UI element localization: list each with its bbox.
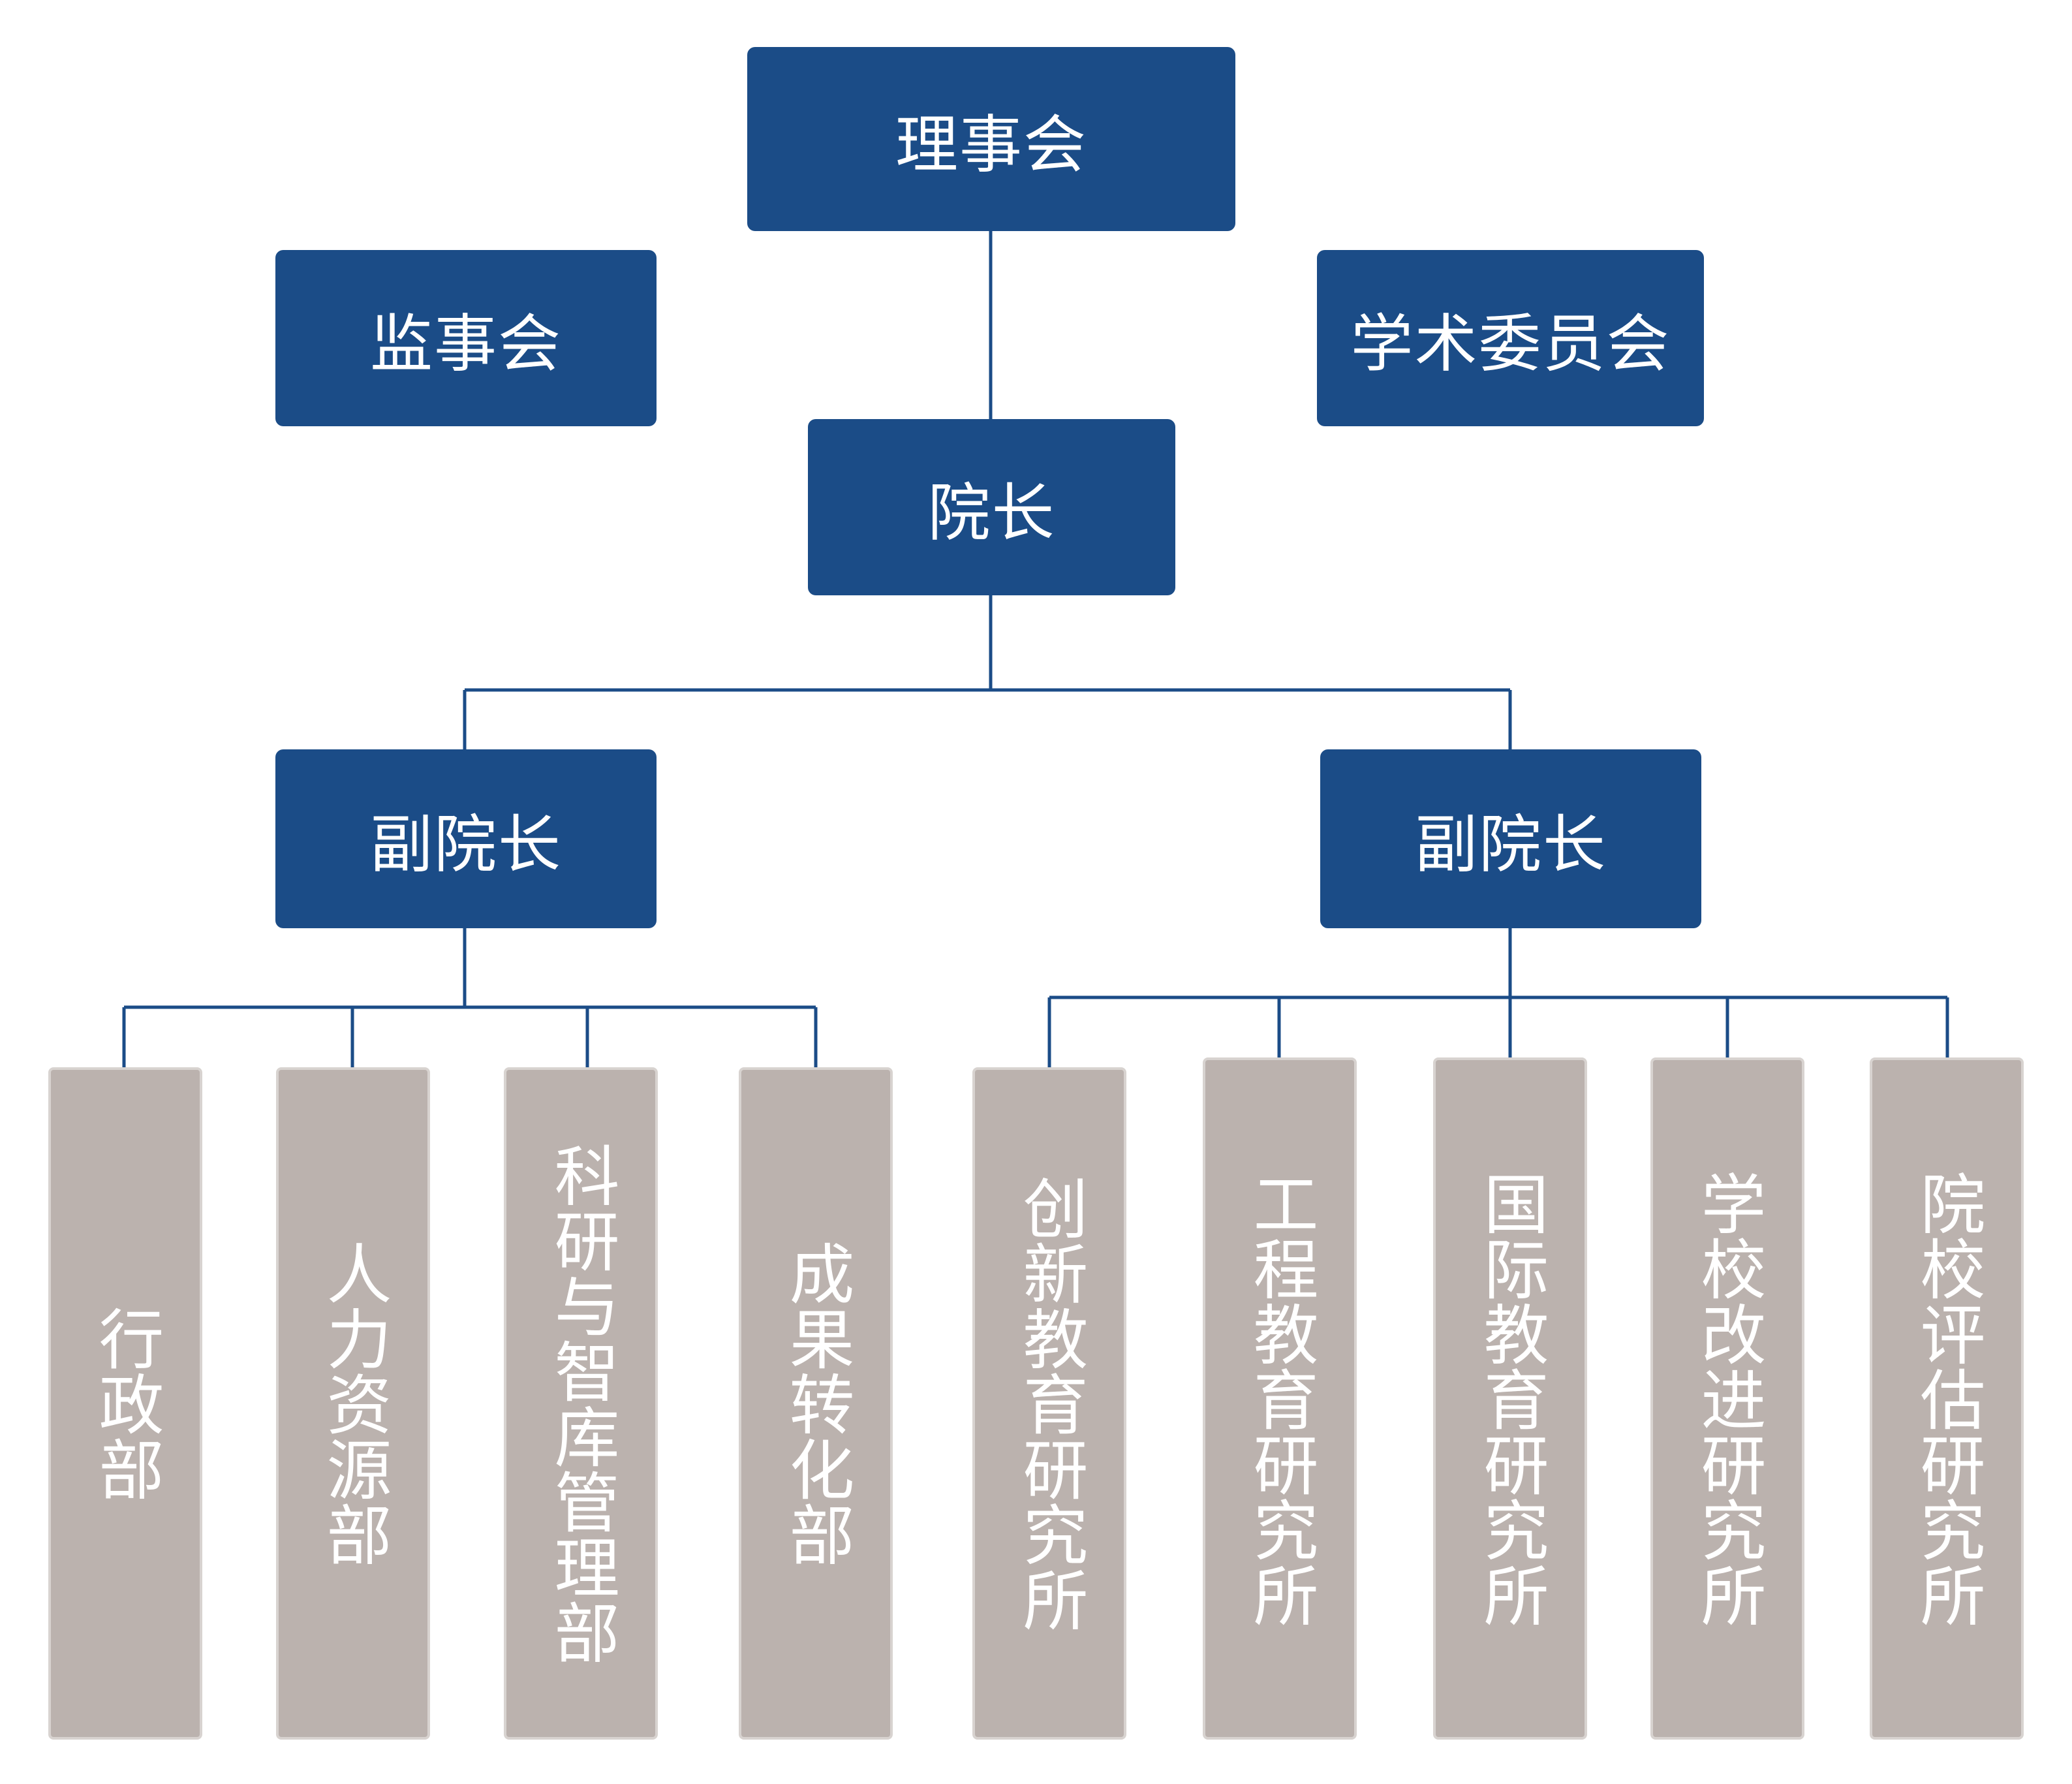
vice-president-right-node: 副院长 [1320, 749, 1701, 928]
department-admin-node: 行政部 [48, 1067, 202, 1740]
institute-school-improvement-label: 学校改进研究所 [1690, 1170, 1766, 1627]
department-admin-label: 行政部 [87, 1306, 164, 1501]
department-transfer-label: 成果转化部 [778, 1240, 854, 1567]
department-research-node: 科研与智库管理部 [504, 1067, 658, 1740]
institute-international-label: 国际教育研究所 [1472, 1170, 1549, 1627]
supervisory-board-node: 监事会 [275, 250, 657, 426]
board-node: 理事会 [747, 47, 1235, 231]
department-hr-label: 人力资源部 [315, 1240, 392, 1567]
institute-innovation-node: 创新教育研究所 [972, 1067, 1126, 1740]
institute-evaluation-label: 院校评估研究所 [1909, 1170, 1985, 1627]
president-label: 院长 [927, 476, 1056, 550]
vice-president-left-label: 副院长 [370, 807, 562, 881]
vice-president-right-label: 副院长 [1415, 807, 1607, 881]
institute-engineering-label: 工程教育研究所 [1242, 1170, 1318, 1627]
president-node: 院长 [808, 419, 1175, 595]
institute-international-node: 国际教育研究所 [1433, 1057, 1587, 1740]
supervisory-board-label: 监事会 [370, 307, 562, 381]
academic-committee-node: 学术委员会 [1317, 250, 1704, 426]
institute-engineering-node: 工程教育研究所 [1203, 1057, 1357, 1740]
institute-innovation-label: 创新教育研究所 [1012, 1175, 1088, 1632]
board-label: 理事会 [895, 108, 1087, 181]
department-transfer-node: 成果转化部 [739, 1067, 893, 1740]
institute-school-improvement-node: 学校改进研究所 [1650, 1057, 1804, 1740]
department-research-label: 科研与智库管理部 [543, 1142, 619, 1665]
department-hr-node: 人力资源部 [276, 1067, 430, 1740]
vice-president-left-node: 副院长 [275, 749, 657, 928]
institute-evaluation-node: 院校评估研究所 [1870, 1057, 2024, 1740]
academic-committee-label: 学术委员会 [1350, 307, 1671, 381]
